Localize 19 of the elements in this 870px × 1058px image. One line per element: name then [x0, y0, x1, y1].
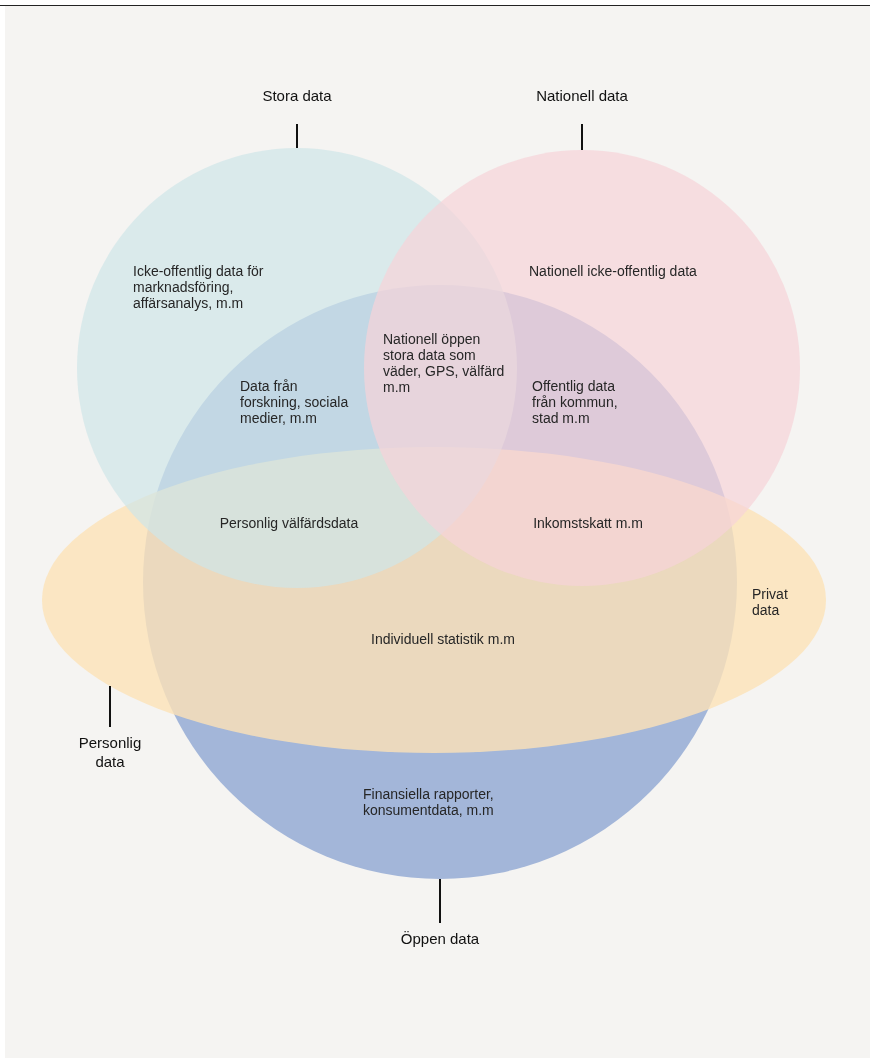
leader-line [296, 123, 298, 149]
region-label: Personlig välfärdsdata [218, 515, 360, 531]
region-label: Individuell statistik m.m [370, 631, 516, 647]
leader-line [439, 878, 441, 924]
region-label: Nationell öppen stora data som väder, GPS, välfärd m.m [383, 331, 506, 395]
set-title: Personlig data [70, 733, 150, 771]
region-label: Icke-offentlig data för marknadsföring, affärsanalys, m.m [133, 263, 265, 311]
region-label: Nationell icke-offentlig data [529, 263, 698, 279]
circle-shape [364, 150, 800, 586]
region-label: Privat data [752, 586, 789, 618]
set-title: Stora data [237, 86, 357, 105]
set-title: Nationell data [512, 86, 652, 105]
leader-line [581, 123, 583, 151]
region-label: Offentlig data från kommun, stad m.m [532, 378, 619, 426]
set-title: Öppen data [380, 929, 500, 948]
region-label: Inkomstskatt m.m [532, 515, 644, 531]
region-label: Data från forskning, sociala medier, m.m [240, 378, 350, 426]
leader-line [109, 685, 111, 728]
region-label: Finansiella rapporter, konsumentdata, m.m [363, 786, 495, 818]
